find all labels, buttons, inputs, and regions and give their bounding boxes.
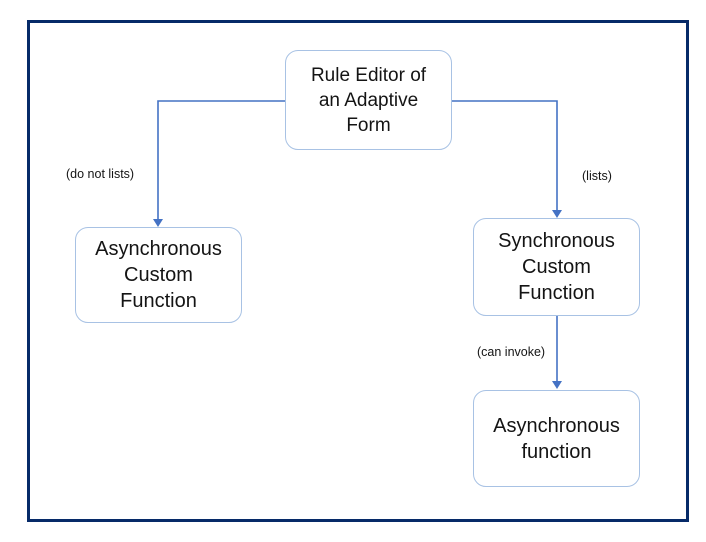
node-label: Synchronous Custom Function (498, 230, 615, 304)
edge-label-do-not-lists: (do not lists) (66, 167, 135, 181)
node-asynchronous-custom-function: Asynchronous Custom Function (75, 227, 242, 323)
node-label: Rule Editor of an Adaptive Form (310, 64, 427, 136)
node-rule-editor: Rule Editor of an Adaptive Form (285, 50, 452, 150)
node-label: Asynchronous function (493, 414, 620, 463)
edge-label-can-invoke: (can invoke) (477, 345, 546, 359)
node-synchronous-custom-function: Synchronous Custom Function (473, 218, 640, 316)
edge-label-lists: (lists) (582, 169, 612, 183)
node-label: Asynchronous Custom Function (95, 238, 222, 312)
node-asynchronous-function: Asynchronous function (473, 390, 640, 487)
outer-border-frame (27, 20, 689, 522)
